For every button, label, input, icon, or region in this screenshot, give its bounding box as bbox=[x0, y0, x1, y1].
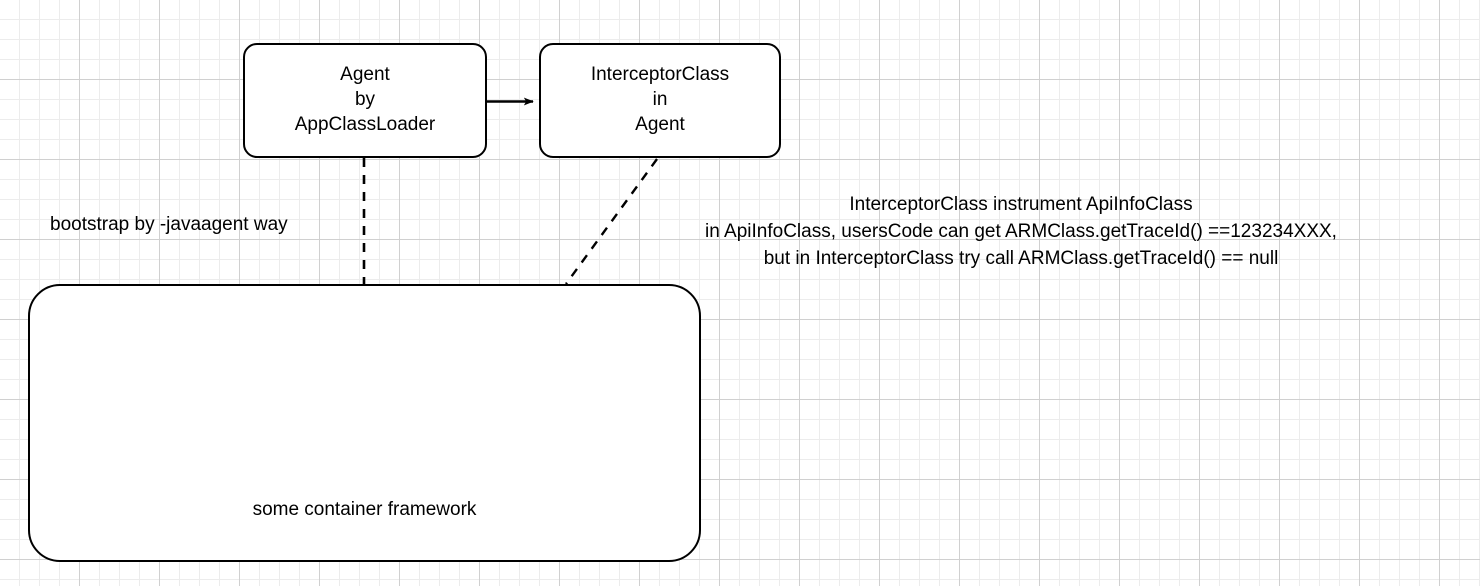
annotation-interceptor-instrument: InterceptorClass instrument ApiInfoClass… bbox=[705, 194, 1337, 269]
node-container-framework[interactable]: ARMClass by ModuleClassLoader ApiInfoCla… bbox=[28, 284, 701, 562]
node-container-framework-caption: some container framework bbox=[252, 499, 477, 520]
node-interceptor-class[interactable]: InterceptorClass in Agent bbox=[539, 43, 781, 158]
node-agent[interactable]: Agent by AppClassLoader bbox=[243, 43, 487, 158]
node-interceptor-class-label: InterceptorClass in Agent bbox=[590, 64, 730, 135]
edge-label-bootstrap: bootstrap by -javaagent way bbox=[50, 214, 288, 235]
node-agent-label: Agent by AppClassLoader bbox=[294, 64, 436, 135]
